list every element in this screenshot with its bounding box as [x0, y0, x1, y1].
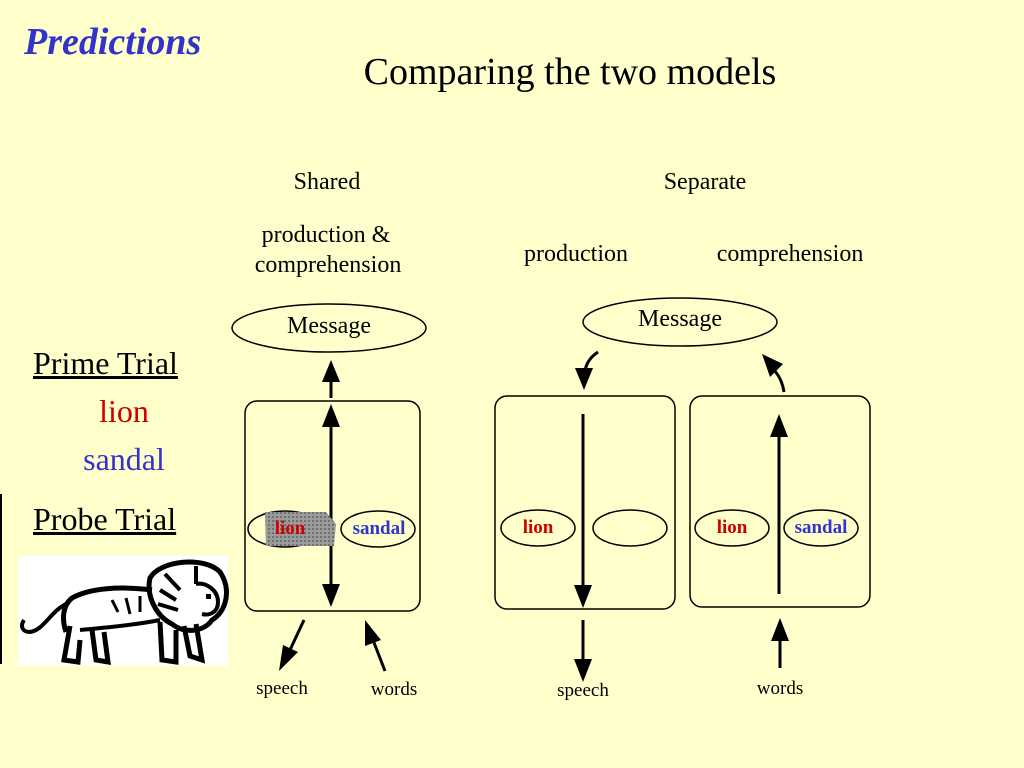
corner-title: Predictions	[24, 21, 202, 63]
shared-speech-arrow	[279, 619, 306, 671]
shared-message-label: Message	[287, 313, 371, 339]
production-box	[494, 395, 676, 610]
shared-sandal-label: sandal	[352, 518, 406, 539]
comprehension-sandal-node	[783, 509, 859, 547]
production-lion-label: lion	[522, 517, 554, 538]
prime-word-lion: lion	[99, 393, 149, 429]
shared-message-ellipse	[231, 303, 427, 353]
production-empty-node	[592, 509, 668, 547]
production-speech-arrow	[574, 620, 592, 682]
prime-trial-heading: Prime Trial	[33, 345, 178, 381]
prime-word-sandal: sandal	[83, 441, 165, 477]
comprehension-sandal-label: sandal	[794, 517, 848, 538]
production-message-arrow	[575, 350, 599, 390]
shared-lion-label: lion	[274, 518, 306, 539]
separate-message-label: Message	[638, 306, 722, 332]
separate-heading: Separate	[663, 169, 747, 195]
separate-speech-label: speech	[557, 680, 609, 701]
comprehension-label: comprehension	[716, 241, 864, 267]
shared-subheading-line1: production &	[261, 222, 391, 248]
separate-words-label: words	[756, 678, 804, 699]
shared-words-label: words	[370, 679, 418, 700]
production-down-arrow	[574, 414, 592, 608]
shared-lion-highlight	[265, 512, 336, 546]
shared-message-arrow	[322, 360, 340, 398]
shared-box	[244, 400, 421, 612]
shared-words-arrow	[365, 620, 387, 672]
shared-sandal-node	[340, 510, 416, 548]
comprehension-up-arrow	[770, 414, 788, 594]
production-label: production	[524, 241, 628, 267]
lion-picture	[0, 494, 229, 666]
comprehension-lion-node	[694, 509, 770, 547]
shared-bidirectional-arrow	[322, 404, 340, 607]
comprehension-message-arrow	[762, 354, 786, 393]
comprehension-box	[689, 395, 871, 608]
shared-speech-label: speech	[256, 678, 308, 699]
production-lion-node	[500, 509, 576, 547]
comprehension-lion-label: lion	[716, 517, 748, 538]
shared-subheading-line2: comprehension	[254, 252, 402, 278]
comprehension-words-arrow	[771, 618, 789, 668]
slide-title: Comparing the two models	[363, 51, 777, 93]
probe-trial-heading: Probe Trial	[33, 501, 177, 537]
separate-message-ellipse	[582, 297, 778, 347]
shared-heading: Shared	[293, 169, 361, 195]
